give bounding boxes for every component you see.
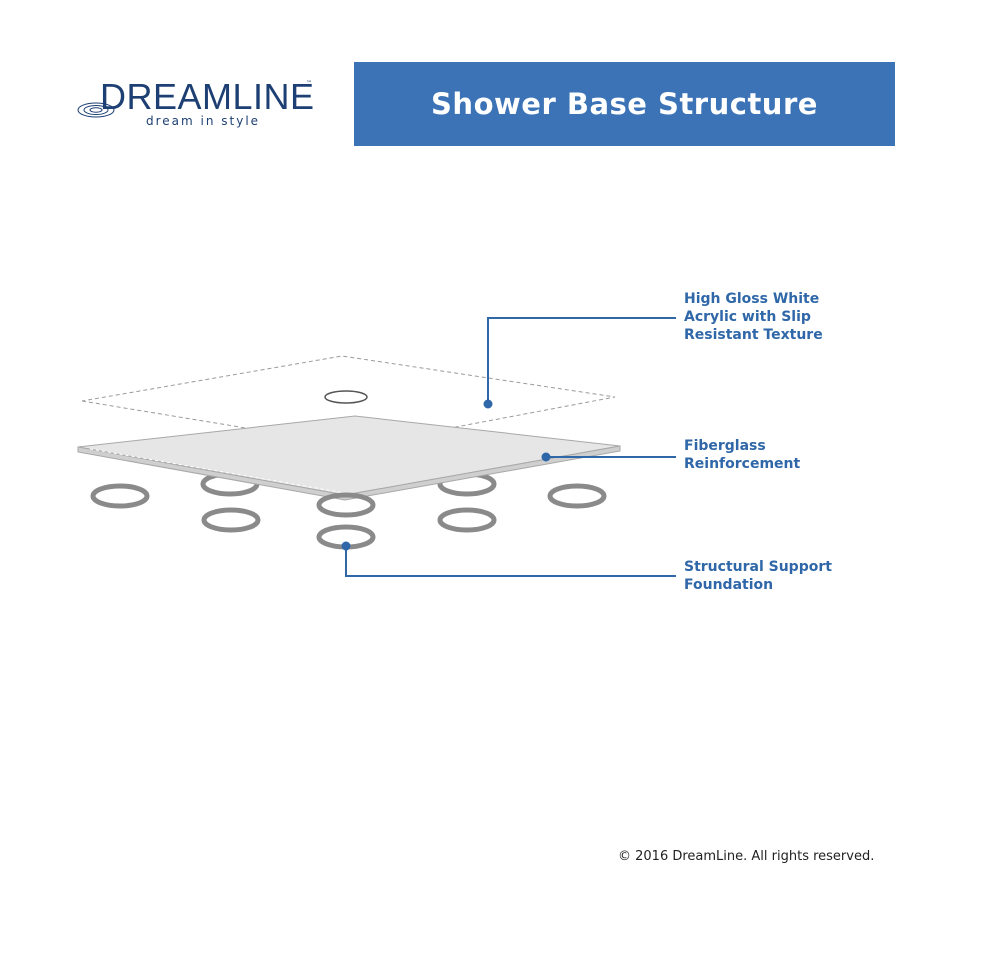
- logo-wordmark: DREAMLINE: [100, 76, 315, 117]
- support-rings-front: [201, 492, 497, 550]
- callout-foundation-label: Structural Support Foundation: [684, 559, 832, 593]
- leader-dot-fiberglass: [541, 452, 551, 462]
- page-title: Shower Base Structure: [431, 87, 818, 121]
- callout-acrylic-label: High Gloss White Acrylic with Slip Resis…: [684, 291, 823, 343]
- water-swirl-icon: [77, 102, 115, 118]
- copyright-notice: © 2016 DreamLine. All rights reserved.: [618, 849, 875, 864]
- leader-line-foundation: [345, 546, 676, 577]
- callout-fiberglass-label: Fiberglass Reinforcement: [684, 438, 801, 472]
- leader-lines: [341, 317, 676, 577]
- support-ring: [90, 483, 150, 509]
- leader-line-acrylic: [487, 317, 676, 404]
- drain-opening: [324, 390, 368, 404]
- logo-trademark: ™: [306, 80, 312, 87]
- logo-tagline: dream in style: [146, 114, 261, 128]
- leader-dot-foundation: [341, 541, 351, 551]
- title-banner: Shower Base Structure: [354, 62, 895, 146]
- support-ring: [437, 507, 497, 533]
- leader-dot-acrylic: [483, 399, 493, 409]
- support-ring: [201, 507, 261, 533]
- support-ring: [316, 492, 376, 518]
- support-ring: [547, 483, 607, 509]
- dreamline-logo: DREAMLINE ™ dream in style: [76, 76, 316, 136]
- fiberglass-layer: [77, 415, 621, 501]
